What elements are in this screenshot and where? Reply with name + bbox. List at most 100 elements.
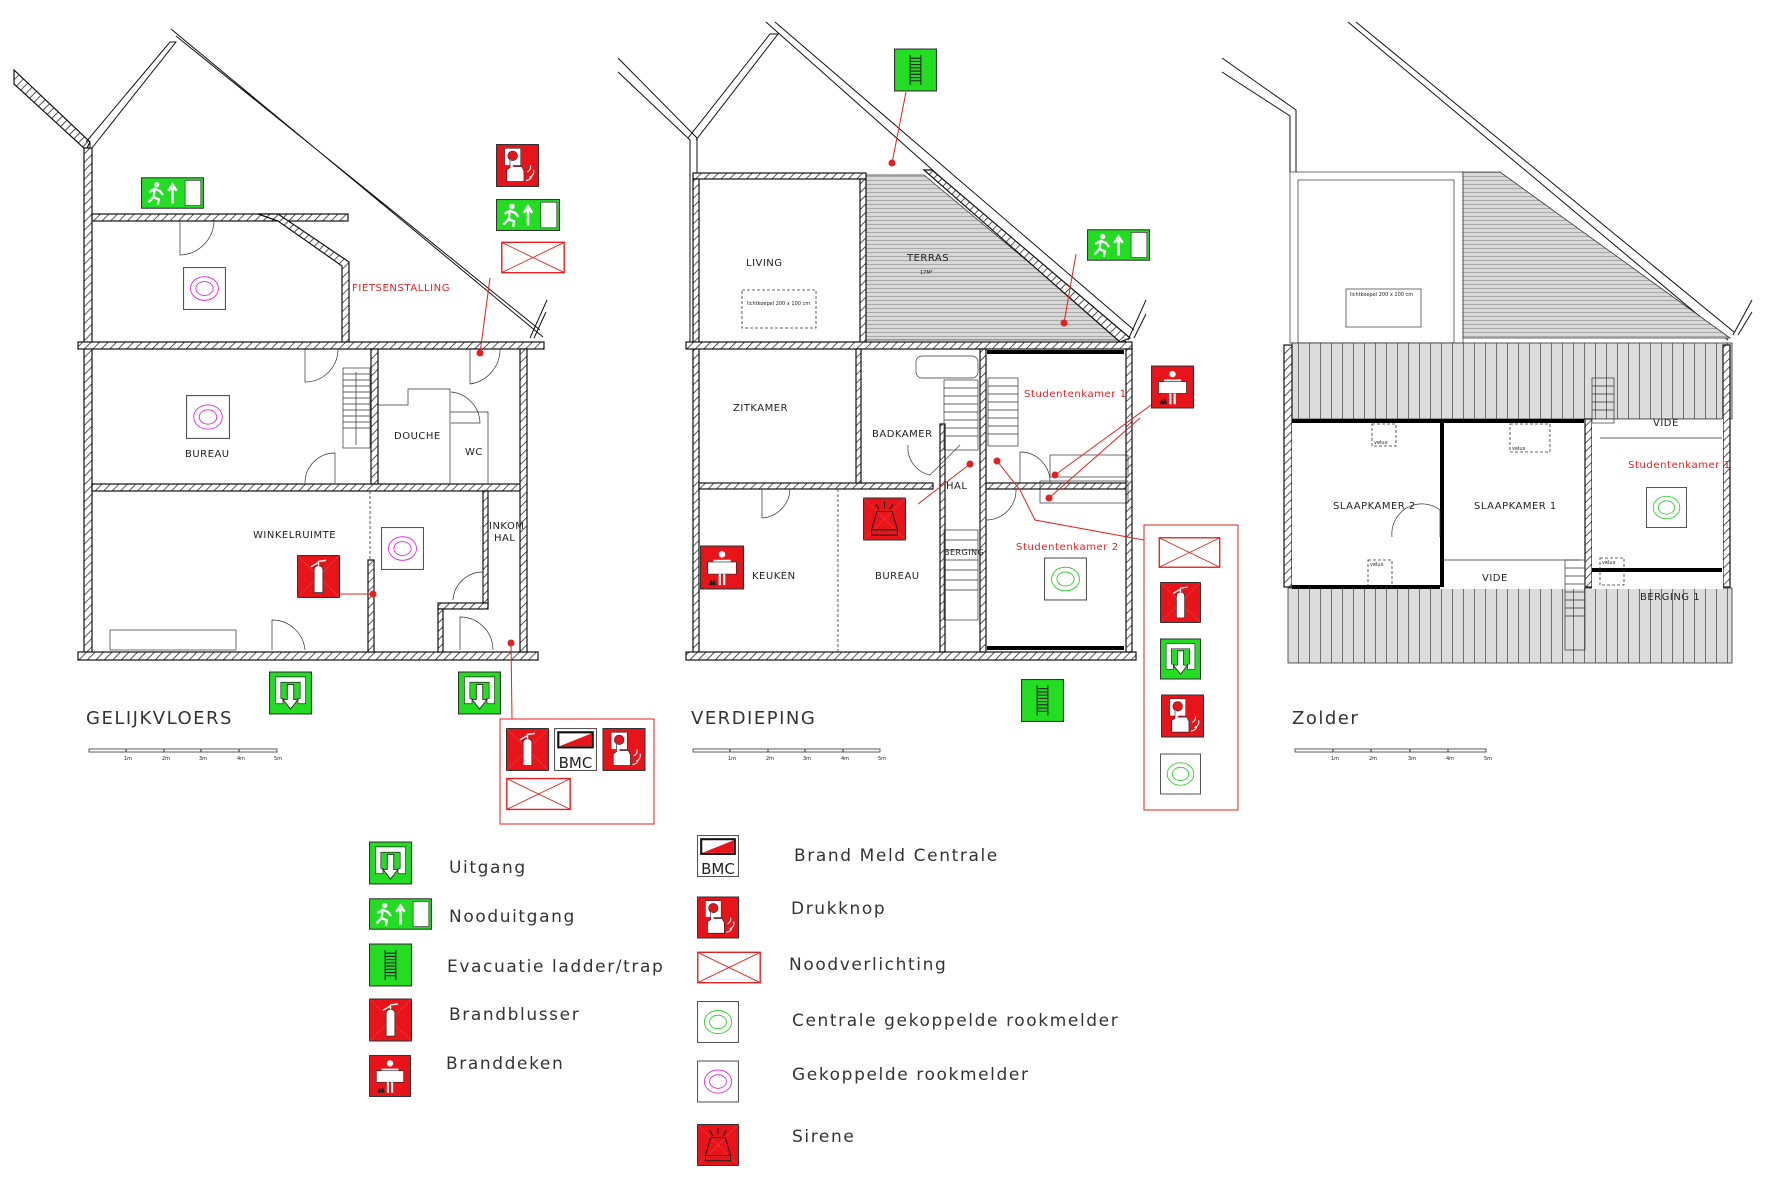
- legend-item-drukknop: Drukknop: [697, 896, 886, 939]
- legend-label: Drukknop: [791, 899, 886, 919]
- room-label-wc: WC: [465, 447, 483, 458]
- room-label-badkamer: BADKAMER: [872, 429, 933, 440]
- roof-outline: [13, 28, 548, 339]
- legend-label: Noodverlichting: [789, 955, 947, 975]
- room-label-vide: VIDE: [1482, 573, 1508, 584]
- scale-tick-3m: 3m: [199, 756, 207, 762]
- centrale-rookmelder-icon: [697, 1000, 739, 1044]
- annotation-leaders: [340, 277, 515, 720]
- legend-label: Gekoppelde rookmelder: [792, 1065, 1030, 1085]
- legend-label: Sirene: [792, 1127, 855, 1147]
- scale-bar: 1m 2m 3m 4m 5m: [1294, 748, 1492, 762]
- velux-label: velux: [1374, 440, 1388, 446]
- scale-tick-1m: 1m: [1331, 756, 1339, 762]
- walls: [77, 147, 545, 661]
- room-label-keuken: KEUKEN: [752, 571, 796, 582]
- gekoppelde-rookmelder-icon: [186, 395, 230, 439]
- legend-label: Uitgang: [449, 858, 527, 878]
- floor-title-verdieping: VERDIEPING: [691, 708, 816, 729]
- legend-item-gekoppelde-rookmelder: Gekoppelde rookmelder: [697, 1060, 1030, 1103]
- scale-bar: 1m 2m 3m 4m 5m: [88, 748, 282, 762]
- nooduitgang-icon: [496, 199, 560, 231]
- scale-tick-3m: 3m: [1408, 756, 1416, 762]
- velux-label: velux: [1370, 562, 1384, 568]
- legend-item-uitgang: Uitgang: [369, 841, 527, 885]
- room-label-fietsenstalling: FIETSENSTALLING: [352, 283, 450, 294]
- terras-roof-area: [1462, 171, 1732, 339]
- legend-item-brandblusser: Brandblusser: [369, 997, 580, 1043]
- noodverlichting-icon: [506, 777, 571, 811]
- scale-tick-4m: 4m: [237, 756, 245, 762]
- legend-item-branddeken: Branddeken: [369, 1054, 564, 1098]
- room-label-slaapkamer-1: SLAAPKAMER 1: [1474, 501, 1557, 512]
- room-label-douche: DOUCHE: [394, 431, 441, 442]
- roof-slope-bottom: [1287, 587, 1733, 664]
- room-label-berging-1: BERGING 1: [1640, 592, 1700, 603]
- terras-area-label: 17M²: [920, 270, 933, 276]
- doors: [179, 219, 501, 651]
- evacuatie-ladder-icon: [369, 943, 412, 987]
- bmc-icon-text: BMC: [701, 860, 735, 878]
- room-label-terras: TERRAS: [906, 253, 949, 264]
- scale-tick-2m: 2m: [162, 756, 170, 762]
- skylight-label: lichtkoepel 200 x 100 cm: [1350, 292, 1413, 298]
- drukknop-icon: [697, 896, 739, 939]
- scale-tick-1m: 1m: [124, 756, 132, 762]
- legend-item-noodverlichting: Noodverlichting: [697, 951, 947, 984]
- brandblusser-icon: [1160, 581, 1201, 624]
- drukknop-icon: [602, 728, 646, 771]
- floor-plan-gelijkvloers: FIETSENSTALLING BUREAU DOUCHE WC WINKELR…: [13, 28, 655, 825]
- centrale-rookmelder-icon: [1160, 753, 1201, 795]
- entrance-equipment-callout: BMC: [499, 718, 655, 825]
- scale-tick-5m: 5m: [878, 756, 886, 762]
- branddeken-icon: [1151, 365, 1194, 409]
- roof-outline: [1221, 21, 1753, 341]
- legend-label: Branddeken: [446, 1054, 564, 1074]
- nooduitgang-icon: [369, 898, 432, 930]
- room-label-zitkamer: ZITKAMER: [733, 403, 788, 414]
- branddeken-icon: [700, 545, 744, 590]
- legend-item-nooduitgang: Nooduitgang: [369, 898, 574, 930]
- branddeken-icon: [369, 1054, 411, 1098]
- room-label-vide: VIDE: [1653, 418, 1679, 429]
- room-label-living: LIVING: [746, 258, 783, 269]
- uitgang-icon: [1160, 638, 1201, 680]
- scale-tick-2m: 2m: [766, 756, 774, 762]
- studentenkamer-equipment-callout: [1143, 524, 1239, 811]
- gekoppelde-rookmelder-icon: [183, 267, 226, 310]
- gekoppelde-rookmelder-icon: [697, 1060, 739, 1103]
- roof-slope-top: [1291, 342, 1733, 420]
- gekoppelde-rookmelder-icon: [381, 527, 424, 570]
- floor-title-zolder: Zolder: [1292, 708, 1359, 729]
- stairs: [342, 367, 371, 449]
- stairs: [1564, 377, 1615, 651]
- noodverlichting-icon: [697, 951, 761, 984]
- sirene-icon: [863, 497, 906, 541]
- legend: Uitgang Nooduitgang Evacuatie ladder/tra…: [369, 834, 1119, 1167]
- stairs: [943, 377, 1019, 621]
- scale-tick-4m: 4m: [1446, 756, 1454, 762]
- evacuatie-ladder-icon: [894, 48, 937, 92]
- floor-title-gelijkvloers: GELIJKVLOERS: [86, 708, 233, 729]
- scale-tick-4m: 4m: [841, 756, 849, 762]
- legend-item-sirene: Sirene: [697, 1123, 855, 1167]
- room-label-studentenkamer-1: Studentenkamer 1: [1024, 389, 1127, 400]
- room-label-hal: HAL: [946, 481, 967, 492]
- room-label-bureau: BUREAU: [185, 449, 230, 460]
- legend-label: Centrale gekoppelde rookmelder: [792, 1011, 1119, 1031]
- bmc-icon-text: BMC: [559, 754, 593, 772]
- room-label-bureau: BUREAU: [875, 571, 920, 582]
- floor-plan-verdieping: lichtkoepel 200 x 100 cm LIVING TERRAS 1…: [617, 21, 1239, 811]
- scale-bar: 1m 2m 3m 4m 5m: [692, 748, 886, 762]
- room-label-inkom: INKOM: [489, 521, 524, 532]
- skylight-label: lichtkoepel 200 x 100 cm: [747, 301, 810, 307]
- legend-item-evacuatie-ladder: Evacuatie ladder/trap: [369, 943, 663, 987]
- brandblusser-icon: [506, 728, 549, 771]
- centrale-rookmelder-icon: [1646, 486, 1687, 529]
- legend-label: Brandblusser: [449, 1005, 580, 1025]
- legend-item-centrale-rookmelder: Centrale gekoppelde rookmelder: [697, 1000, 1119, 1044]
- scale-tick-5m: 5m: [1484, 756, 1492, 762]
- doors: [761, 444, 1051, 521]
- noodverlichting-icon: [501, 241, 565, 274]
